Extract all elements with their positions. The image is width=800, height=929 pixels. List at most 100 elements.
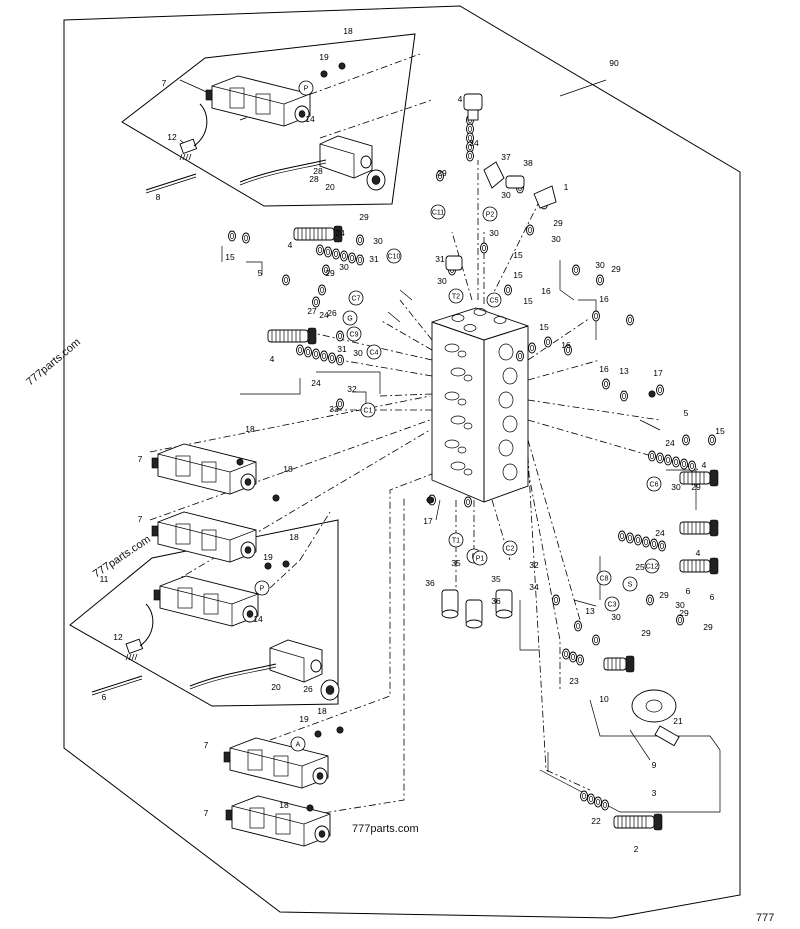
connector-wire — [193, 103, 208, 147]
block-port-left — [450, 461, 466, 471]
fitting — [574, 620, 582, 632]
part-callout: 34 — [529, 582, 539, 592]
part-callout: 16 — [599, 364, 609, 374]
seal-24-a-inner — [341, 253, 347, 259]
part-callout: 19 — [299, 714, 309, 724]
port-label: C4 — [370, 350, 379, 357]
port-label: T2 — [452, 294, 460, 301]
port-circle — [254, 580, 270, 596]
block-port-left — [444, 391, 460, 401]
port-ref: C1 — [360, 402, 376, 418]
solenoid-edge — [229, 529, 257, 541]
solenoid-coil-face — [175, 455, 191, 477]
dashed-leader — [159, 429, 431, 591]
coil-boss — [310, 659, 322, 673]
connector-pin — [131, 653, 135, 661]
solenoid-nut-core — [318, 830, 326, 838]
coil-edge — [319, 143, 355, 178]
fitting-1-top — [533, 185, 557, 209]
block-port-left — [444, 343, 460, 353]
port-ref: T1 — [448, 532, 464, 548]
part-callout: 4 — [458, 94, 463, 104]
part-callout: 15 — [513, 250, 523, 260]
part-callout: 16 — [599, 294, 609, 304]
fitting — [528, 342, 536, 354]
port-circle — [644, 558, 660, 574]
coil-cable — [189, 663, 277, 687]
port-label: C1 — [364, 408, 373, 415]
seal-24-b — [328, 352, 336, 364]
clip — [320, 70, 328, 78]
solenoid-body — [211, 75, 311, 127]
dashed-leader — [319, 99, 433, 139]
port-label: A — [296, 742, 301, 749]
fitting-inner — [283, 277, 289, 283]
part-callout: 20 — [325, 182, 335, 192]
fitting — [480, 242, 488, 254]
part-callout: 30 — [489, 228, 499, 238]
port-label: C2 — [506, 546, 515, 553]
cartridge-cap — [709, 519, 719, 537]
fitting-inner — [465, 499, 471, 505]
part-callout: 24 — [335, 228, 345, 238]
part-callout: 5 — [258, 268, 263, 278]
fitting-inner — [527, 227, 533, 233]
part-callout: 29 — [553, 218, 563, 228]
cartridge-body — [679, 559, 711, 573]
port-circle — [472, 550, 488, 566]
solenoid-coil-face — [175, 523, 191, 545]
seal-24-vertical — [466, 150, 474, 162]
part-callout: 21 — [673, 716, 683, 726]
seal-24-d — [618, 530, 626, 542]
fitting — [596, 274, 604, 286]
seal-24-a — [324, 246, 332, 258]
seal-24-b-inner — [313, 351, 319, 357]
clip — [272, 494, 280, 502]
bolt-8-upper — [145, 176, 197, 194]
coil-3-core — [645, 699, 663, 713]
part-callout: 18 — [317, 706, 327, 716]
fitting-inner — [647, 597, 653, 603]
part-callout: 30 — [551, 234, 561, 244]
port-label: P1 — [476, 556, 485, 563]
clip — [648, 390, 656, 398]
fitting-inner — [229, 233, 235, 239]
port-circle — [596, 570, 612, 586]
bolt-8-lower — [91, 678, 143, 696]
dashed-leader — [527, 317, 591, 361]
port-circle — [386, 248, 402, 264]
clip — [338, 62, 346, 70]
part-callout: 37 — [501, 152, 511, 162]
part-callout: 90 — [609, 58, 619, 68]
port-circle — [482, 206, 498, 222]
watermark-left: 777parts.com — [24, 336, 83, 388]
fitting — [312, 296, 320, 308]
solenoid-valves — [91, 75, 373, 847]
leader-line — [246, 261, 263, 275]
solenoid-box-lower — [69, 519, 339, 707]
port-label: C8 — [600, 576, 609, 583]
port-label: T1 — [452, 538, 460, 545]
seal-24-c-inner — [649, 453, 655, 459]
coil-cable — [189, 666, 277, 690]
part-callout: 13 — [585, 606, 595, 616]
part-callout: 30 — [437, 276, 447, 286]
seal-24-vertical-inner — [467, 126, 473, 132]
seal-24-b-inner — [329, 355, 335, 361]
seal-24-b-inner — [297, 347, 303, 353]
port-ref: P — [254, 580, 270, 596]
block-port-top — [451, 314, 465, 322]
solenoid-edge — [301, 755, 329, 767]
seal-24-vertical-inner — [467, 153, 473, 159]
bolt-8-upper — [145, 173, 197, 191]
part-callout: 33 — [329, 404, 339, 414]
dashed-leader — [379, 393, 433, 397]
fitting-end — [495, 609, 513, 619]
seal-22 — [580, 790, 588, 802]
fitting-inner — [565, 347, 571, 353]
part-callout: 4 — [696, 548, 701, 558]
solenoid-connector — [223, 751, 231, 763]
part-callout: 6 — [686, 586, 691, 596]
part-callout: 30 — [595, 260, 605, 270]
seal-24-b — [312, 348, 320, 360]
